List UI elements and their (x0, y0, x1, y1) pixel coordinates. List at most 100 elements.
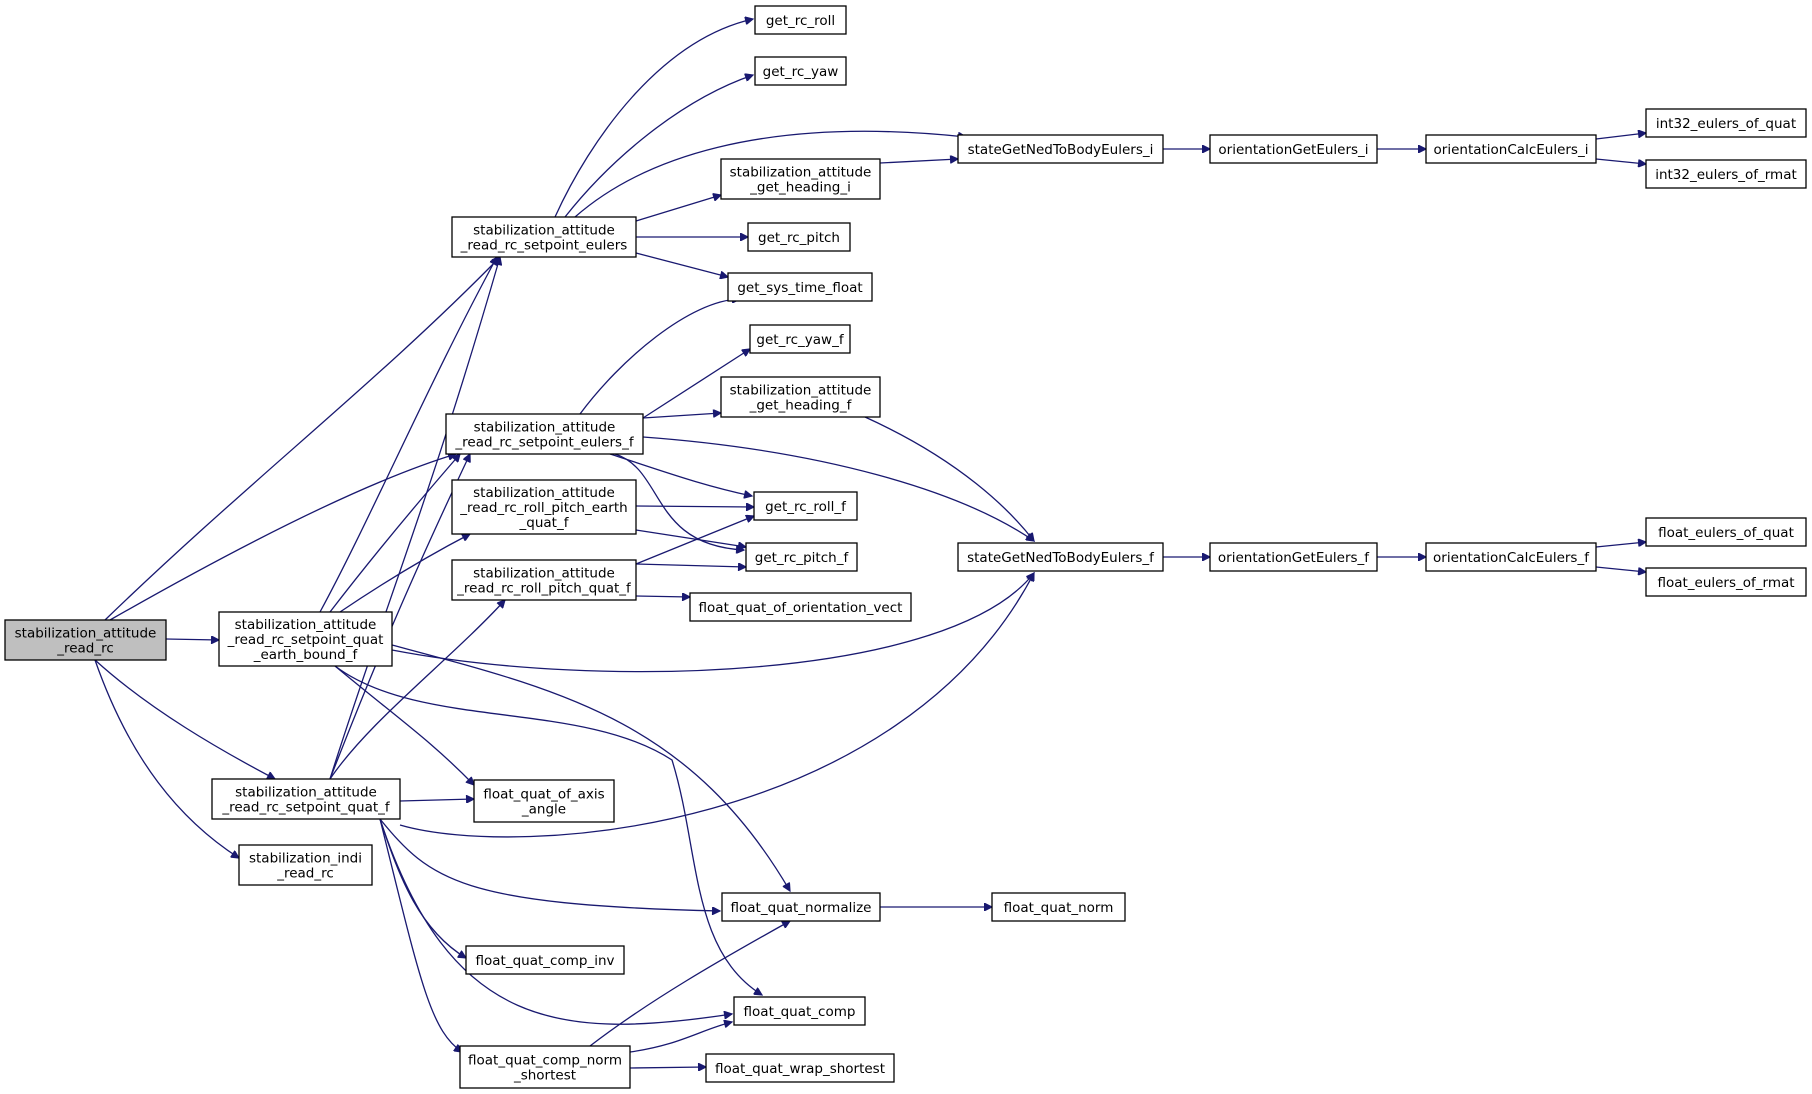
node-label-line: get_sys_time_float (737, 280, 862, 296)
node-label-line: get_rc_pitch (758, 230, 840, 246)
stabilization-attitude-read-rc-roll-pitch-quat-f-node[interactable]: stabilization_attitude_read_rc_roll_pitc… (451, 559, 637, 601)
call-edge-line (339, 534, 470, 613)
call-edge-line (879, 159, 958, 164)
node-box (754, 5, 847, 35)
get-rc-pitch-node[interactable]: get_rc_pitch (747, 222, 851, 252)
float-quat-wrap-shortest-node[interactable]: float_quat_wrap_shortest (705, 1053, 895, 1083)
float-eulers-of-rmat-node[interactable]: float_eulers_of_rmat (1645, 567, 1807, 597)
float-quat-norm-node[interactable]: float_quat_norm (991, 892, 1126, 922)
call-edge-line (642, 349, 750, 419)
orientation-calc-eulers-i-node[interactable]: orientationCalcEulers_i (1425, 134, 1597, 164)
stabilization-attitude-read-rc-setpoint-eulers-f-node[interactable]: stabilization_attitude_read_rc_setpoint_… (445, 413, 644, 455)
node-label-line: _read_rc_setpoint_quat (227, 632, 384, 648)
node-label-line: _get_heading_i (749, 180, 851, 196)
call-edge-line (109, 454, 456, 621)
node-box (445, 413, 644, 455)
get-rc-pitch-f-node[interactable]: get_rc_pitch_f (745, 542, 858, 572)
node-box (1645, 567, 1807, 597)
int32-eulers-of-quat-node[interactable]: int32_eulers_of_quat (1645, 108, 1807, 138)
call-edge-rse-to-roll (554, 19, 753, 218)
node-label-line: stabilization_attitude (235, 617, 377, 633)
call-edge-rse-to-systime (635, 252, 728, 277)
node-box (218, 611, 393, 667)
call-edge-line (554, 19, 753, 218)
call-edge-line (1595, 133, 1646, 140)
node-label-line: orientationCalcEulers_f (1433, 550, 1590, 566)
node-label-line: orientationCalcEulers_i (1434, 142, 1589, 158)
orientation-get-eulers-i-node[interactable]: orientationGetEulers_i (1209, 134, 1378, 164)
node-label-line: stabilization_attitude (235, 785, 377, 801)
call-edge-rrpq-to-pitchf (635, 564, 746, 567)
float-quat-comp-inv-node[interactable]: float_quat_comp_inv (465, 945, 625, 975)
node-label-line: float_quat_norm (1004, 900, 1114, 916)
call-edge-line (864, 416, 1034, 541)
node-box (4, 619, 167, 661)
get-sys-time-float-node[interactable]: get_sys_time_float (727, 272, 873, 302)
stabilization-attitude-read-rc-roll-pitch-earth-quat-f-node[interactable]: stabilization_attitude_read_rc_roll_pitc… (451, 479, 637, 535)
orientation-get-eulers-f-node[interactable]: orientationGetEulers_f (1209, 542, 1378, 572)
node-label-line: _read_rc (56, 641, 114, 657)
orientation-calc-eulers-f-node[interactable]: orientationCalcEulers_f (1425, 542, 1597, 572)
stabilization-attitude-read-rc-setpoint-quat-f-node[interactable]: stabilization_attitude_read_rc_setpoint_… (211, 778, 401, 820)
get-rc-yaw-f-node[interactable]: get_rc_yaw_f (749, 324, 851, 354)
node-box (745, 542, 858, 572)
call-edge-line (642, 413, 721, 419)
node-label-line: _quat_f (519, 515, 570, 531)
stabilization-attitude-read-rc-node[interactable]: stabilization_attitude_read_rc (4, 619, 167, 661)
get-rc-roll-f-node[interactable]: get_rc_roll_f (753, 491, 858, 521)
call-edges (94, 19, 1646, 1068)
call-edge-line (94, 659, 275, 779)
stabilization-attitude-read-rc-setpoint-eulers-node[interactable]: stabilization_attitude_read_rc_setpoint_… (451, 216, 637, 258)
node-label-line: stabilization_attitude (15, 626, 157, 642)
float-eulers-of-quat-node[interactable]: float_eulers_of_quat (1645, 517, 1807, 547)
node-box (749, 324, 851, 354)
float-quat-of-orientation-vect-node[interactable]: float_quat_of_orientation_vect (689, 592, 912, 622)
call-edge-line (379, 818, 462, 1052)
call-edge-root-to-rsq (94, 659, 275, 779)
node-label-line: get_rc_pitch_f (755, 550, 850, 566)
call-edge-line (329, 454, 470, 780)
call-edge-ocei-to-i32q (1595, 133, 1646, 140)
stabilization-attitude-read-rc-setpoint-quat-earth-bound-f-node[interactable]: stabilization_attitude_read_rc_setpoint_… (218, 611, 393, 667)
call-edge-rrpe-to-pitchf (635, 529, 746, 547)
float-quat-comp-node[interactable]: float_quat_comp (733, 996, 866, 1026)
call-edge-rse-to-yaw (564, 75, 753, 218)
node-label-line: _read_rc_setpoint_quat_f (221, 800, 391, 816)
node-label-line: get_rc_roll_f (765, 499, 847, 515)
call-edge-ocei-to-i32r (1595, 158, 1646, 164)
node-box (459, 1045, 631, 1089)
state-get-ned-to-body-eulers-i-node[interactable]: stateGetNedToBodyEulers_i (957, 134, 1164, 164)
get-rc-yaw-node[interactable]: get_rc_yaw (754, 56, 847, 86)
float-quat-of-axis-angle-node[interactable]: float_quat_of_axis_angle (473, 779, 615, 823)
call-edge-rsqe-to-rrpe (339, 534, 470, 613)
call-edge-line (165, 639, 219, 640)
stabilization-indi-read-rc-node[interactable]: stabilization_indi_read_rc (238, 844, 373, 886)
call-edge-rsq-to-rsef (329, 454, 470, 780)
int32-eulers-of-rmat-node[interactable]: int32_eulers_of_rmat (1645, 159, 1807, 189)
call-edge-line (642, 436, 1034, 541)
call-edge-root-to-rsef (109, 454, 456, 621)
call-edge-rsef-to-yawf (642, 349, 750, 419)
call-edge-rsqe-to-fqn (391, 644, 790, 891)
call-edge-line (579, 299, 740, 415)
float-quat-normalize-node[interactable]: float_quat_normalize (721, 892, 881, 922)
call-edge-rsq-to-rse (329, 257, 500, 780)
node-label-line: _get_heading_f (749, 398, 853, 414)
float-quat-comp-norm-shortest-node[interactable]: float_quat_comp_norm_shortest (459, 1045, 631, 1089)
node-label-line: stabilization_attitude (473, 223, 615, 239)
node-label-line: float_quat_of_orientation_vect (699, 600, 903, 616)
node-label-line: get_rc_yaw (763, 64, 839, 80)
node-box (957, 542, 1164, 572)
call-edge-fqcns-to-fqn (589, 921, 790, 1047)
call-edge-line (94, 659, 239, 858)
call-edge-line (399, 573, 1034, 838)
node-box (720, 158, 881, 200)
state-get-ned-to-body-eulers-f-node[interactable]: stateGetNedToBodyEulers_f (957, 542, 1164, 572)
get-rc-roll-node[interactable]: get_rc_roll (754, 5, 847, 35)
node-label-line: orientationGetEulers_i (1218, 142, 1368, 158)
stabilization-attitude-get-heading-i-node[interactable]: stabilization_attitude_get_heading_i (720, 158, 881, 200)
call-edge-line (635, 596, 690, 597)
call-edge-line (399, 799, 474, 801)
stabilization-attitude-get-heading-f-node[interactable]: stabilization_attitude_get_heading_f (720, 376, 881, 418)
